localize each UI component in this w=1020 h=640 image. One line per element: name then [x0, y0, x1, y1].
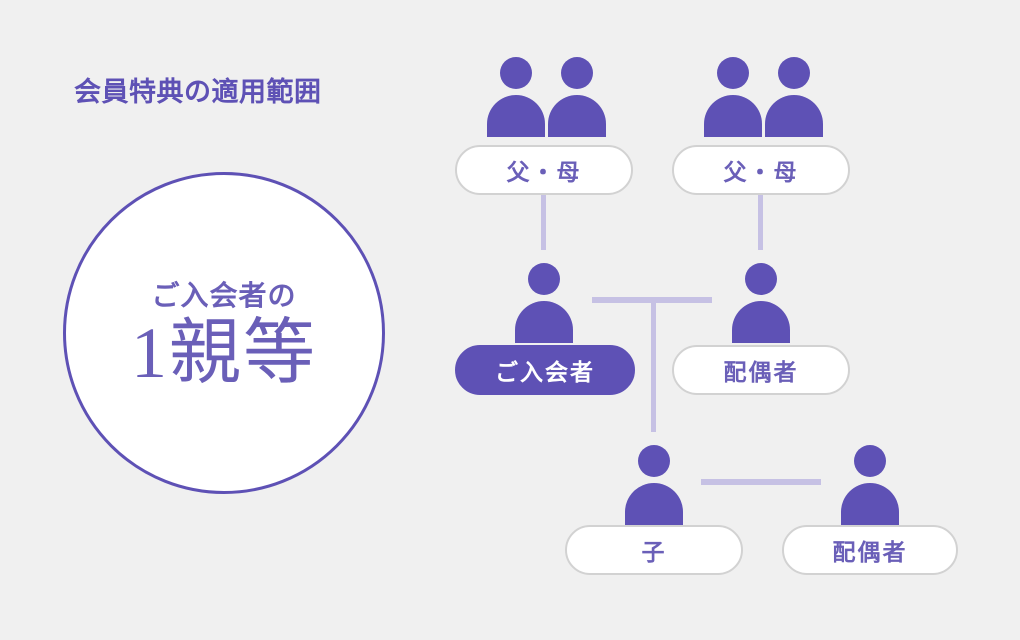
person-body-icon	[704, 95, 762, 137]
person-icon-child	[625, 445, 683, 525]
person-icon-parent-left-b	[548, 57, 606, 137]
person-head-icon	[745, 263, 777, 295]
connector-member-to-child	[651, 297, 656, 432]
person-body-icon	[841, 483, 899, 525]
person-head-icon	[778, 57, 810, 89]
person-icon-parent-left-a	[487, 57, 545, 137]
connector-parents-left-down	[541, 195, 546, 250]
connector-parents-right-down	[758, 195, 763, 250]
person-head-icon	[717, 57, 749, 89]
person-head-icon	[638, 445, 670, 477]
person-body-icon	[765, 95, 823, 137]
scope-badge: ご入会者の 1親等	[63, 172, 385, 494]
person-icon-child-spouse	[841, 445, 899, 525]
node-parents-right[interactable]: 父・母	[672, 145, 850, 195]
node-child[interactable]: 子	[565, 525, 743, 575]
person-icon-parent-right-a	[704, 57, 762, 137]
person-body-icon	[515, 301, 573, 343]
scope-badge-main-label: 1親等	[130, 313, 317, 394]
node-member[interactable]: ご入会者	[455, 345, 635, 395]
node-parents-left[interactable]: 父・母	[455, 145, 633, 195]
person-body-icon	[487, 95, 545, 137]
page-title: 会員特典の適用範囲	[74, 77, 322, 107]
person-head-icon	[500, 57, 532, 89]
person-body-icon	[548, 95, 606, 137]
person-icon-parent-right-b	[765, 57, 823, 137]
person-body-icon	[732, 301, 790, 343]
person-head-icon	[528, 263, 560, 295]
node-spouse[interactable]: 配偶者	[672, 345, 850, 395]
connector-child-spouse	[701, 479, 821, 485]
scope-badge-top-label: ご入会者の	[151, 280, 297, 312]
person-icon-member	[515, 263, 573, 343]
person-head-icon	[561, 57, 593, 89]
person-icon-spouse	[732, 263, 790, 343]
node-child-spouse[interactable]: 配偶者	[782, 525, 958, 575]
person-head-icon	[854, 445, 886, 477]
person-body-icon	[625, 483, 683, 525]
